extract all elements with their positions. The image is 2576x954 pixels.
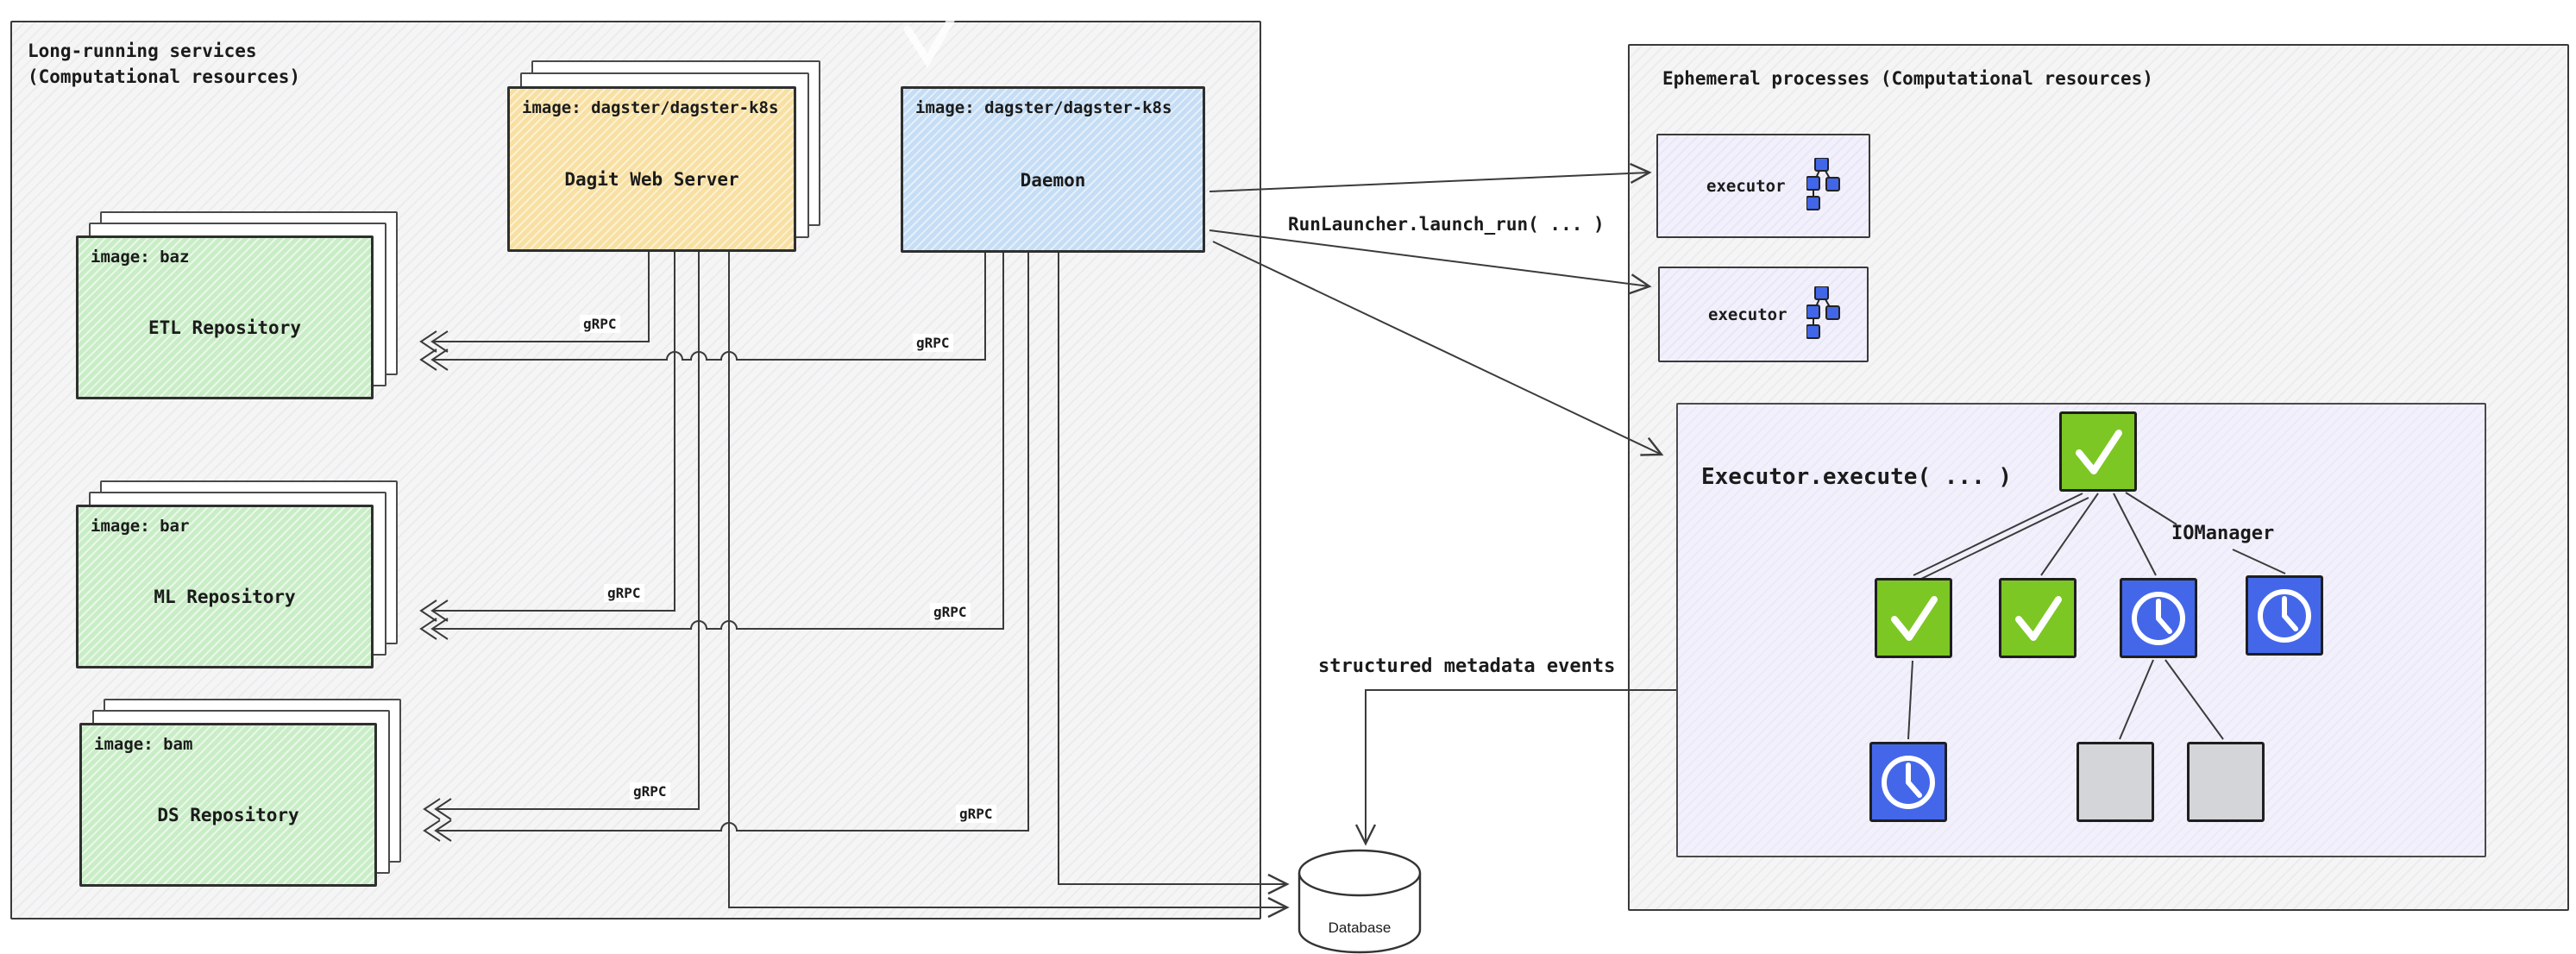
clock-icon	[2258, 589, 2311, 643]
executor-box-2: executor	[1658, 267, 1869, 362]
etl-repository-stack: image: baz ETL Repository	[76, 211, 398, 399]
grpc-label-ml-daemon: gRPC	[930, 603, 971, 621]
ds-repository-name: DS Repository	[157, 805, 299, 825]
ds-image-label: image: bam	[94, 735, 193, 754]
daemon-stack: image: dagster/dagster-k8s Daemon	[901, 86, 1205, 253]
grpc-label-ds-daemon: gRPC	[956, 805, 996, 823]
database-label: Database	[1328, 919, 1392, 936]
check-icon	[2015, 596, 2062, 641]
ds-repository-box: image: bam DS Repository	[79, 723, 377, 887]
grpc-label-ml-dagit: gRPC	[604, 584, 644, 602]
run-launcher-arrow-1	[1209, 162, 1652, 192]
database-cylinder	[1297, 849, 1422, 954]
step-node-pending	[2246, 575, 2323, 656]
dagit-image-label: image: dagster/dagster-k8s	[522, 98, 779, 117]
mini-dag-icon	[1806, 286, 1840, 339]
step-node-pending	[2120, 578, 2197, 658]
check-icon	[2076, 430, 2122, 474]
right-panel-title: Ephemeral processes (Computational resou…	[1662, 68, 2153, 89]
run-launcher-label: RunLauncher.launch_run( ... )	[1288, 214, 1605, 235]
daemon-image-label: image: dagster/dagster-k8s	[915, 98, 1172, 117]
mini-dag-icon	[1806, 158, 1840, 210]
ds-repository-stack: image: bam DS Repository	[79, 699, 401, 887]
executor-execute-title: Executor.execute( ... )	[1701, 464, 2013, 490]
grpc-label-etl-dagit: gRPC	[580, 315, 620, 333]
check-icon	[1891, 596, 1938, 641]
ml-repository-stack: image: bar ML Repository	[76, 480, 398, 668]
ml-repository-name: ML Repository	[154, 587, 296, 607]
step-node-success	[2059, 411, 2137, 492]
daemon-box: image: dagster/dagster-k8s Daemon	[901, 86, 1205, 253]
etl-repository-box: image: baz ETL Repository	[76, 235, 374, 399]
step-node-pending	[1869, 742, 1947, 822]
daemon-name: Daemon	[1020, 169, 1086, 191]
clock-icon	[2132, 592, 2185, 645]
iomanager-label: IOManager	[2171, 523, 2275, 544]
ml-image-label: image: bar	[91, 517, 190, 536]
dagit-web-server-box: image: dagster/dagster-k8s Dagit Web Ser…	[507, 86, 796, 252]
executor-box-1: executor	[1656, 134, 1870, 238]
dagit-name: Dagit Web Server	[564, 169, 739, 190]
clock-icon	[1882, 756, 1935, 809]
step-node-success	[1875, 578, 1952, 658]
dagit-web-server-stack: image: dagster/dagster-k8s Dagit Web Ser…	[507, 60, 820, 252]
step-node-skipped	[2077, 742, 2154, 822]
etl-image-label: image: baz	[91, 248, 190, 267]
grpc-label-ds-dagit: gRPC	[630, 782, 670, 800]
ml-repository-box: image: bar ML Repository	[76, 505, 374, 668]
step-node-skipped	[2187, 742, 2265, 822]
etl-repository-name: ETL Repository	[148, 317, 301, 338]
metadata-events-label: structured metadata events	[1318, 656, 1616, 677]
grpc-label-etl-daemon: gRPC	[913, 334, 953, 352]
executor-label: executor	[1706, 176, 1786, 196]
step-node-success	[1999, 578, 2077, 658]
executor-label: executor	[1708, 304, 1787, 324]
left-panel-title: Long-running services (Computational res…	[28, 41, 301, 87]
run-launcher-arrow-3	[1212, 241, 1664, 456]
run-launcher-arrow-2	[1209, 229, 1652, 295]
